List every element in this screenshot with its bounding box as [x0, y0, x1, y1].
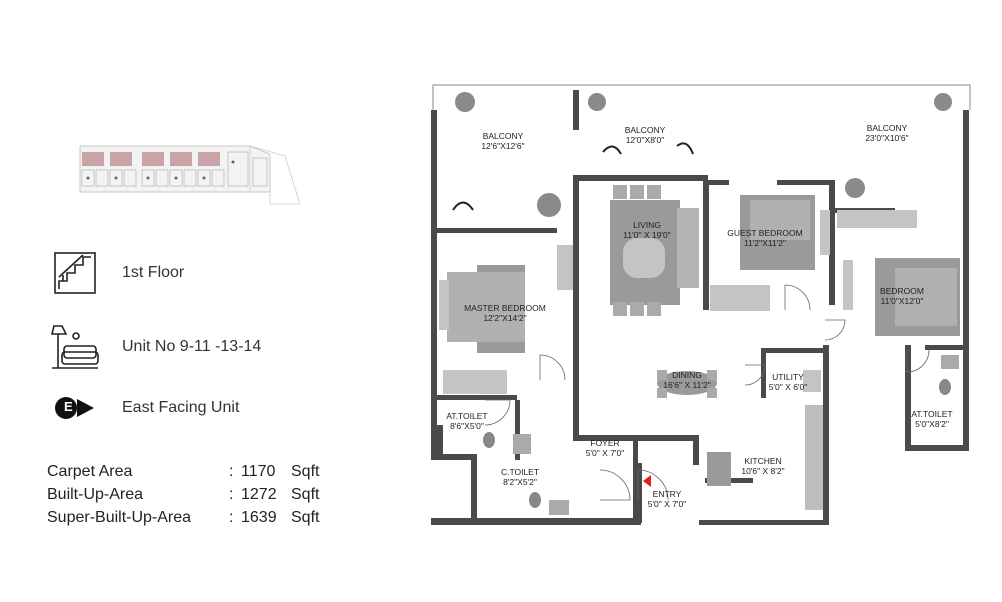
balcony-chairs: [452, 142, 694, 211]
c-toilet-label: C.TOILET: [501, 467, 539, 477]
door-swings: [484, 284, 930, 501]
east-facing-icon: E: [50, 383, 100, 433]
at-toilet-right-label: AT.TOILET: [911, 409, 952, 419]
furniture: [439, 185, 960, 515]
foyer-dim: 5'0" X 7'0": [586, 448, 625, 458]
entry-dim: 5'0" X 7'0": [648, 499, 687, 509]
facing-badge: E: [64, 399, 73, 414]
guest-bedroom-dim: 11'2"X11'2": [744, 238, 786, 248]
living-label: LIVING: [633, 220, 661, 230]
dining-dim: 16'6" X 11'2": [663, 380, 710, 390]
c-toilet-dim: 8'2"X5'2": [503, 477, 537, 487]
at-toilet-left-label: AT.TOILET: [446, 411, 487, 421]
unit-info: Unit No 9-11 -13-14: [50, 322, 261, 372]
living-dim: 11'0" X 19'0": [623, 230, 670, 240]
balcony-mid-label: BALCONY: [625, 125, 666, 135]
area-table: Carpet Area : 1170 Sqft Built-Up-Area : …: [47, 460, 319, 529]
balcony-right-label: BALCONY: [867, 123, 908, 133]
bedroom-dim: 11'0"X12'0": [881, 296, 924, 306]
area-row-carpet: Carpet Area : 1170 Sqft: [47, 462, 320, 480]
kitchen-label: KITCHEN: [744, 456, 781, 466]
facing-info: E East Facing Unit: [50, 383, 239, 433]
balcony-mid-dim: 12'0"X8'0": [626, 135, 665, 145]
bedroom-label: BEDROOM: [880, 286, 924, 296]
foyer-label: FOYER: [590, 438, 619, 448]
room-labels: BALCONY 12'6"X12'6" BALCONY 12'0"X8'0" B…: [446, 123, 952, 509]
key-plan-thumbnail: [79, 145, 300, 205]
master-bedroom-dim: 12'2"X14'2": [483, 313, 526, 323]
facing-label: East Facing Unit: [122, 399, 240, 416]
entry-marker: [643, 475, 651, 487]
area-row-super-built-up: Super-Built-Up-Area : 1639 Sqft: [47, 508, 320, 526]
utility-label: UTILITY: [772, 372, 804, 382]
dining-label: DINING: [672, 370, 702, 380]
unit-label: Unit No 9-11 -13-14: [122, 338, 262, 355]
floor-plan: BALCONY 12'6"X12'6" BALCONY 12'0"X8'0" B…: [431, 84, 971, 525]
utility-dim: 5'0" X 6'0": [769, 382, 808, 392]
plant-icons: [455, 92, 952, 217]
sofa-lamp-icon: [50, 322, 100, 372]
guest-bedroom-label: GUEST BEDROOM: [727, 228, 802, 238]
at-toilet-left-dim: 8'6"X5'0": [450, 421, 484, 431]
floor-info: 1st Floor: [50, 248, 184, 298]
floor-label: 1st Floor: [122, 264, 185, 281]
balcony-railing: [432, 84, 971, 110]
master-bedroom-label: MASTER BEDROOM: [464, 303, 546, 313]
balcony-right-dim: 23'0"X10'6": [865, 133, 908, 143]
kitchen-dim: 10'6" X 8'2": [741, 466, 784, 476]
area-row-built-up: Built-Up-Area : 1272 Sqft: [47, 485, 320, 503]
entry-label: ENTRY: [653, 489, 682, 499]
balcony-left-dim: 12'6"X12'6": [481, 141, 524, 151]
balcony-left-label: BALCONY: [483, 131, 524, 141]
stairs-icon: [50, 248, 100, 298]
at-toilet-right-dim: 5'0"X8'2": [915, 419, 949, 429]
